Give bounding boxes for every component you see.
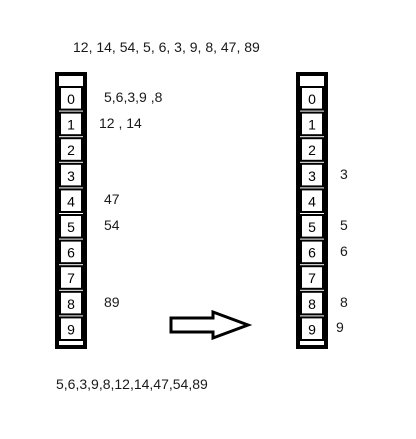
right-bucket-array: 0 1 2 3 4 5 6 7 8 9 xyxy=(296,72,328,349)
left-bucket-index-3: 3 xyxy=(67,168,75,184)
left-bucket-5-contents: 54 xyxy=(104,217,120,233)
right-bucket-6-contents: 6 xyxy=(340,242,348,259)
right-array-frame xyxy=(296,72,328,349)
left-bucket-index-0: 0 xyxy=(67,91,75,107)
left-bucket-index-8: 8 xyxy=(67,296,75,312)
left-bucket-4-contents: 47 xyxy=(104,191,120,208)
left-bucket-index-2: 2 xyxy=(67,142,75,158)
left-bucket-cell-8 xyxy=(59,290,83,316)
right-bucket-index-7: 7 xyxy=(308,270,316,286)
right-bucket-index-5: 5 xyxy=(308,219,316,235)
left-bucket-cell-1 xyxy=(59,111,83,137)
right-bucket-cell-6 xyxy=(300,239,324,265)
right-bucket-index-0: 0 xyxy=(308,91,316,107)
left-bucket-index-1: 1 xyxy=(67,117,75,133)
right-bucket-cell-3 xyxy=(300,162,324,188)
left-bucket-index-6: 6 xyxy=(67,245,75,261)
left-bucket-array: 0 1 2 3 4 5 6 7 8 9 xyxy=(55,72,87,349)
left-bucket-cell-6 xyxy=(59,239,83,265)
right-bucket-cell-7 xyxy=(300,265,324,290)
right-bucket-index-2: 2 xyxy=(308,142,316,158)
left-bucket-cell-7 xyxy=(59,265,83,290)
output-sequence: 5,6,3,9,8,12,14,47,54,89 xyxy=(56,376,208,392)
left-bucket-cell-3 xyxy=(59,162,83,188)
right-bucket-index-3: 3 xyxy=(308,168,316,184)
left-bucket-0-contents: 5,6,3,9 ,8 xyxy=(104,89,163,105)
right-bucket-index-1: 1 xyxy=(308,117,316,133)
right-bucket-cell-1 xyxy=(300,111,324,137)
right-bucket-8-contents: 8 xyxy=(340,293,348,310)
left-bucket-index-7: 7 xyxy=(67,270,75,286)
left-array-frame xyxy=(55,72,87,349)
right-bucket-9-contents: 9 xyxy=(336,319,344,336)
right-bucket-cell-5 xyxy=(300,214,324,239)
right-bucket-index-6: 6 xyxy=(308,245,316,261)
left-bucket-index-5: 5 xyxy=(67,219,75,235)
input-sequence: 12, 14, 54, 5, 6, 3, 9, 8, 47, 89 xyxy=(73,39,260,55)
right-bucket-cell-8 xyxy=(300,290,324,316)
right-bucket-cell-9 xyxy=(300,316,324,341)
left-bucket-8-contents: 89 xyxy=(104,293,120,310)
left-bucket-cell-5 xyxy=(59,214,83,239)
right-bucket-5-contents: 5 xyxy=(340,217,348,233)
left-bucket-cell-0 xyxy=(59,86,83,111)
right-bucket-cell-0 xyxy=(300,86,324,111)
left-bucket-1-contents: 12 , 14 xyxy=(99,114,142,131)
left-bucket-index-9: 9 xyxy=(67,321,75,337)
right-bucket-index-9: 9 xyxy=(308,321,316,337)
right-bucket-3-contents: 3 xyxy=(340,165,348,182)
left-bucket-cell-4 xyxy=(59,188,83,213)
right-bucket-index-4: 4 xyxy=(308,193,316,209)
left-bucket-cell-9 xyxy=(59,316,83,341)
left-bucket-cell-2 xyxy=(59,137,83,162)
right-bucket-cell-4 xyxy=(300,188,324,213)
right-bucket-cell-2 xyxy=(300,137,324,162)
right-arrow-icon xyxy=(169,309,253,341)
right-bucket-index-8: 8 xyxy=(308,296,316,312)
left-bucket-index-4: 4 xyxy=(67,193,75,209)
